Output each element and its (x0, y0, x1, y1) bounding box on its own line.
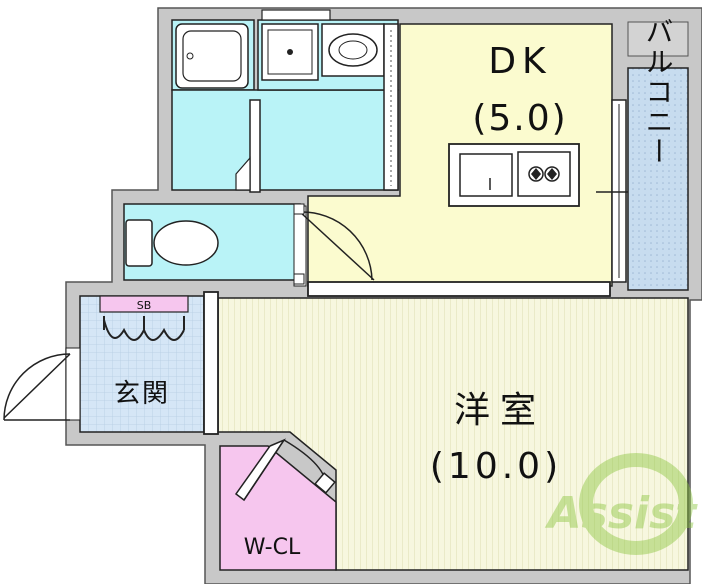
western-room-name: 洋室 (454, 390, 546, 431)
watermark-text: Assist (545, 488, 699, 539)
toilet-icon (125, 219, 219, 267)
entrance-door[interactable] (3, 347, 81, 421)
shoebox-cabinet (99, 295, 189, 313)
kitchen-counter-icon (448, 143, 580, 207)
stove-burner-icon (528, 166, 560, 182)
wet-area-partition (249, 99, 261, 193)
balcony-unit (627, 21, 689, 57)
dk-bottom-wall (307, 281, 611, 297)
entrance-partition (203, 291, 219, 435)
balcony-label: バルコニー (642, 17, 675, 167)
dk-room-name: DK (488, 41, 551, 82)
washroom-floor (171, 89, 399, 191)
closet-label: W-CL (244, 535, 301, 560)
washing-machine-icon (261, 9, 331, 81)
bathtub-icon (175, 23, 249, 89)
shoebox-label: SB (137, 299, 152, 312)
western-room-size: (10.0) (430, 446, 562, 487)
entrance-label: 玄関 (114, 379, 170, 409)
assist-watermark-logo: Assist (545, 453, 699, 555)
shoebox-hanger-icon (103, 316, 185, 341)
wet-area-step (235, 156, 251, 191)
balcony-floor (627, 67, 689, 291)
toilet-door[interactable] (293, 203, 375, 287)
dk-room-size: (5.0) (472, 98, 567, 139)
wash-basin-icon (321, 23, 385, 77)
closet-door[interactable] (234, 438, 336, 502)
entrance-floor (79, 295, 205, 433)
